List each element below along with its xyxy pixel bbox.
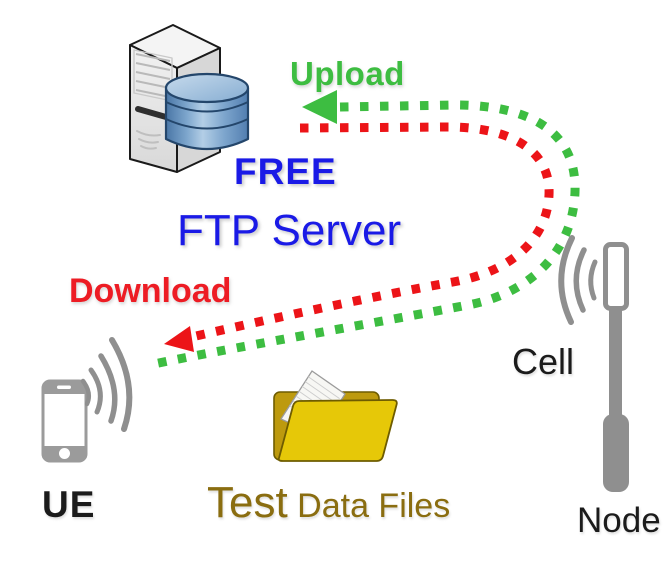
- download-label: Download: [69, 272, 232, 310]
- phone-speaker: [57, 385, 71, 389]
- ue-phone-icon: [41, 379, 88, 463]
- download-arrowhead-icon: [164, 326, 194, 352]
- data-files-label: Data Files: [297, 487, 451, 525]
- antenna-signal-waves-icon: [558, 235, 598, 325]
- database-icon: [164, 72, 250, 151]
- folder-front-flap: [277, 399, 398, 462]
- upload-arrowhead-icon: [302, 90, 337, 124]
- ue-signal-waves-icon: [80, 337, 133, 432]
- ftp-server-label: FTP Server: [177, 206, 402, 255]
- test-label: Test: [207, 478, 288, 527]
- node-label: Node: [577, 501, 661, 540]
- download-arrow: [164, 122, 554, 352]
- folder-icon: [273, 370, 398, 462]
- upload-arrow: [153, 90, 580, 369]
- server-vent-lines: [135, 53, 171, 98]
- server-icon: [129, 24, 250, 173]
- ue-label: UE: [42, 484, 96, 525]
- server-grill-lines: [136, 130, 161, 150]
- test-data-files-label: Test Data Files: [207, 481, 450, 525]
- cell-label: Cell: [512, 341, 575, 382]
- upload-label: Upload: [290, 55, 405, 92]
- phone-home-button: [59, 448, 70, 459]
- cell-antenna-icon: [558, 235, 629, 492]
- server-slot: [135, 106, 169, 120]
- free-label: FREE: [234, 151, 337, 192]
